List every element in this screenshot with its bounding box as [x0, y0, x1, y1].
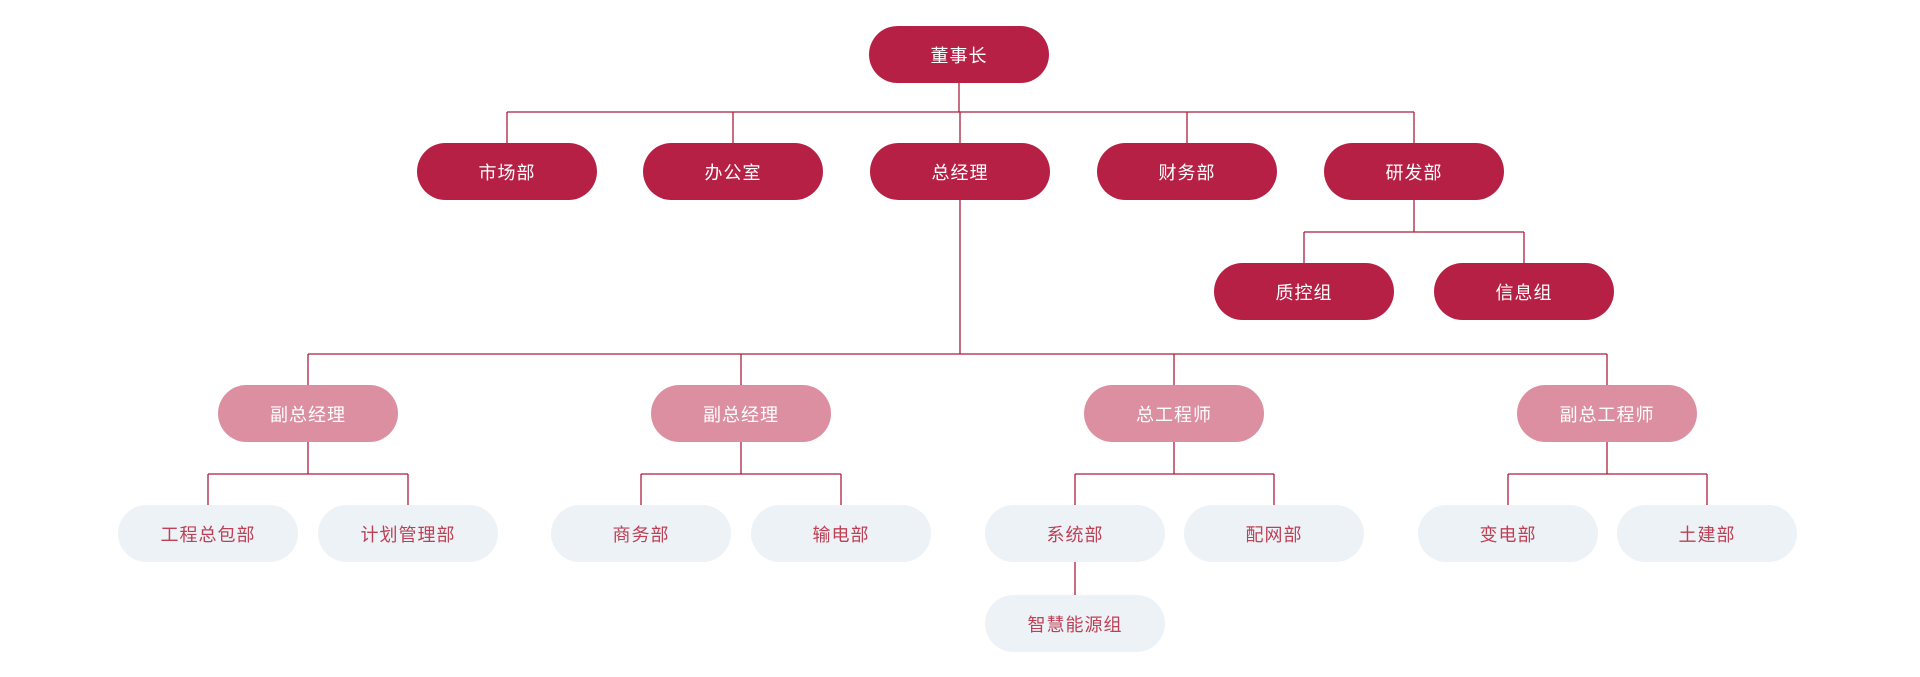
node-business-dept[interactable]: 商务部	[551, 505, 731, 562]
node-qc-group[interactable]: 质控组	[1214, 263, 1394, 320]
node-label: 总经理	[931, 162, 989, 183]
node-label: 土建部	[1678, 524, 1736, 545]
node-label: 智慧能源组	[1027, 614, 1123, 635]
node-civil-dept[interactable]: 土建部	[1617, 505, 1797, 562]
node-label: 研发部	[1385, 162, 1443, 183]
node-deputy-gm-2[interactable]: 副总经理	[651, 385, 831, 442]
node-label: 变电部	[1479, 524, 1537, 545]
node-label: 配网部	[1245, 524, 1303, 545]
node-label: 市场部	[478, 162, 536, 183]
node-distribution-dept[interactable]: 配网部	[1184, 505, 1364, 562]
node-label: 办公室	[704, 162, 762, 183]
node-label: 董事长	[930, 45, 988, 66]
node-system-dept[interactable]: 系统部	[985, 505, 1165, 562]
node-label: 副总经理	[270, 404, 346, 425]
node-smart-energy-group[interactable]: 智慧能源组	[985, 595, 1165, 652]
node-label: 输电部	[812, 524, 870, 545]
node-office[interactable]: 办公室	[643, 143, 823, 200]
node-rd-dept[interactable]: 研发部	[1324, 143, 1504, 200]
node-epc-dept[interactable]: 工程总包部	[118, 505, 298, 562]
node-label: 商务部	[612, 524, 670, 545]
node-transmission-dept[interactable]: 输电部	[751, 505, 931, 562]
node-information-group[interactable]: 信息组	[1434, 263, 1614, 320]
node-finance-dept[interactable]: 财务部	[1097, 143, 1277, 200]
node-chairman[interactable]: 董事长	[869, 26, 1049, 83]
node-label: 信息组	[1495, 282, 1553, 303]
node-label: 计划管理部	[360, 524, 456, 545]
node-chief-engineer[interactable]: 总工程师	[1084, 385, 1264, 442]
node-substation-dept[interactable]: 变电部	[1418, 505, 1598, 562]
node-label: 质控组	[1275, 282, 1333, 303]
node-general-manager[interactable]: 总经理	[870, 143, 1050, 200]
node-label: 系统部	[1046, 524, 1104, 545]
node-label: 副总工程师	[1559, 404, 1655, 425]
node-label: 财务部	[1158, 162, 1216, 183]
node-planning-mgmt-dept[interactable]: 计划管理部	[318, 505, 498, 562]
node-deputy-chief-engineer[interactable]: 副总工程师	[1517, 385, 1697, 442]
node-label: 副总经理	[703, 404, 779, 425]
node-marketing-dept[interactable]: 市场部	[417, 143, 597, 200]
node-label: 总工程师	[1136, 404, 1212, 425]
node-deputy-gm-1[interactable]: 副总经理	[218, 385, 398, 442]
node-label: 工程总包部	[160, 524, 256, 545]
